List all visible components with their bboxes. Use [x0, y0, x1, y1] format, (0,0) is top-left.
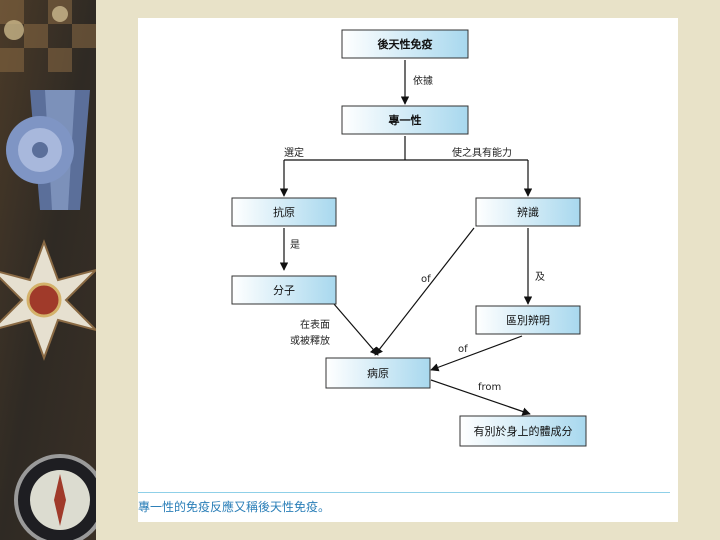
svg-text:分子: 分子 — [273, 284, 295, 297]
svg-text:辨識: 辨識 — [517, 205, 539, 219]
slide-caption: 專一性的免疫反應又稱後天性免疫。 — [138, 500, 331, 514]
edge-label-on-surface-1: 在表面 — [300, 318, 330, 331]
edge-recognition-of-pathogen — [374, 227, 475, 356]
node-recognition: 辨識 — [475, 197, 581, 227]
node-specificity: 專一性 — [341, 105, 469, 135]
edge-label-and: 及 — [535, 271, 545, 283]
node-acquired-immunity: 後天性免疫 — [341, 29, 469, 59]
node-molecule: 分子 — [231, 275, 337, 305]
slide-panel: 依據 選定 使之具有能力 是 及 of 在表面 或被釋放 of from 後天性… — [138, 18, 678, 522]
edge-label-is: 是 — [290, 239, 300, 251]
edge-distinguish-of-pathogen — [430, 335, 523, 372]
svg-text:病原: 病原 — [367, 366, 389, 380]
concept-map: 依據 選定 使之具有能力 是 及 of 在表面 或被釋放 of from 後天性… — [231, 29, 587, 447]
node-distinguish: 區別辨明 — [475, 305, 581, 335]
svg-text:後天性免疫: 後天性免疫 — [378, 37, 433, 51]
edge-label-from: from — [478, 382, 501, 393]
node-antigen: 抗原 — [231, 197, 337, 227]
node-body-component: 有別於身上的體成分 — [459, 415, 587, 447]
edge-label-of-2: of — [458, 344, 468, 355]
edge-label-enable: 使之具有能力 — [452, 146, 512, 159]
svg-text:區別辨明: 區別辨明 — [506, 313, 550, 327]
edge-from — [430, 379, 531, 416]
node-pathogen: 病原 — [325, 357, 431, 389]
edge-split — [279, 136, 533, 197]
svg-text:專一性: 專一性 — [389, 113, 422, 127]
edge-label-determine: 選定 — [284, 146, 304, 159]
edge-molecule-to-pathogen — [333, 303, 379, 356]
edge-label-of-1: of — [421, 274, 431, 285]
edge-label-basis: 依據 — [413, 74, 433, 87]
svg-text:有別於身上的體成分: 有別於身上的體成分 — [474, 424, 573, 438]
edge-label-on-surface-2: 或被釋放 — [290, 334, 330, 347]
svg-text:抗原: 抗原 — [273, 205, 295, 219]
decorative-medal-photo — [0, 0, 96, 540]
caption-divider — [138, 492, 670, 493]
